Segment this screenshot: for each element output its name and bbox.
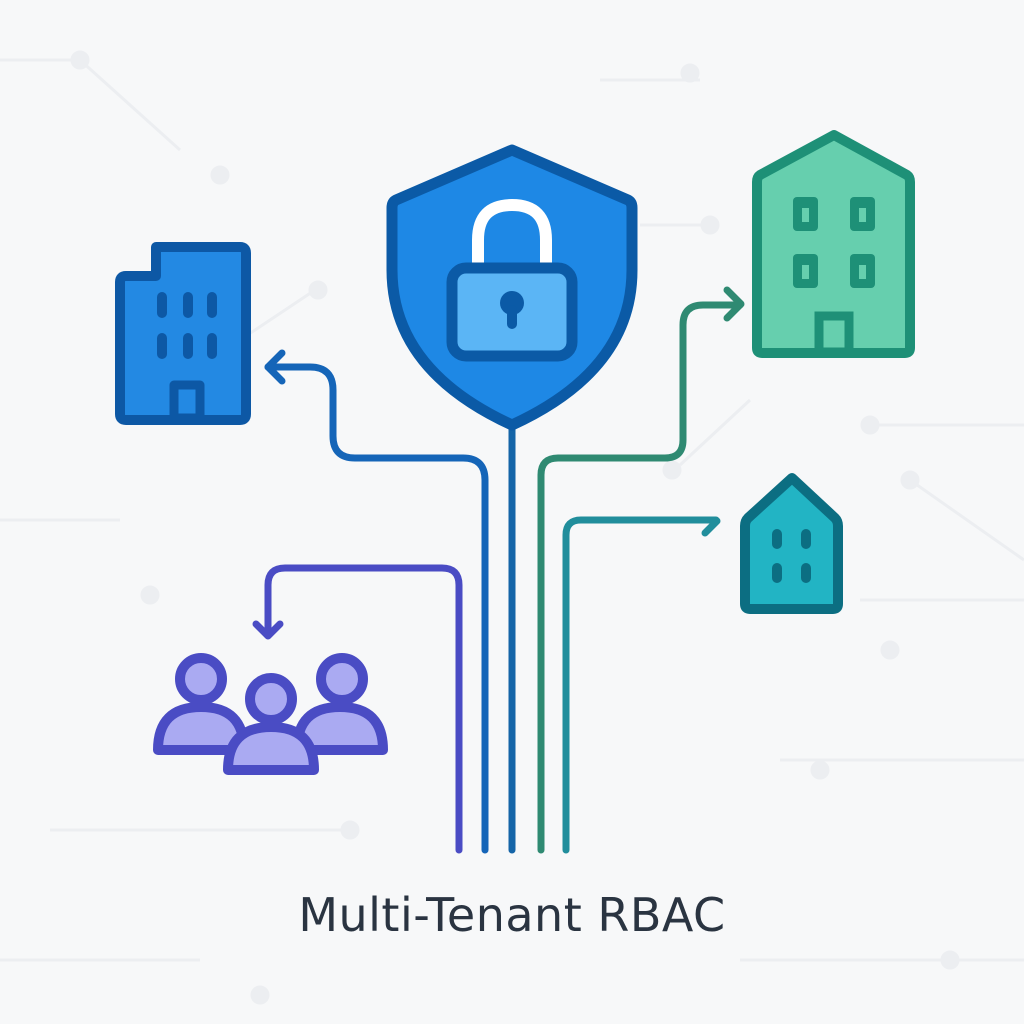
small-house-icon [740, 473, 843, 614]
line-to-tenant-a [264, 363, 489, 854]
line-to-tenant-c [562, 516, 720, 854]
line-to-users [264, 564, 463, 854]
arrow-right-icon [701, 517, 721, 537]
lock-icon [446, 198, 578, 362]
tall-building-icon [752, 130, 915, 358]
arrow-left-icon [264, 349, 286, 385]
line-to-tenant-b [537, 301, 744, 854]
background-network [0, 50, 1024, 1005]
office-building-icon [115, 242, 251, 425]
arrow-down-icon [252, 620, 284, 640]
diagram-title: Multi-Tenant RBAC [298, 888, 726, 942]
user-left-icon [153, 653, 249, 755]
user-group-icon [153, 653, 388, 775]
user-center-icon [223, 673, 319, 775]
shield-icon [386, 144, 638, 431]
connection-lines [252, 286, 745, 854]
user-right-icon [292, 653, 388, 755]
arrow-right-icon [723, 286, 745, 322]
